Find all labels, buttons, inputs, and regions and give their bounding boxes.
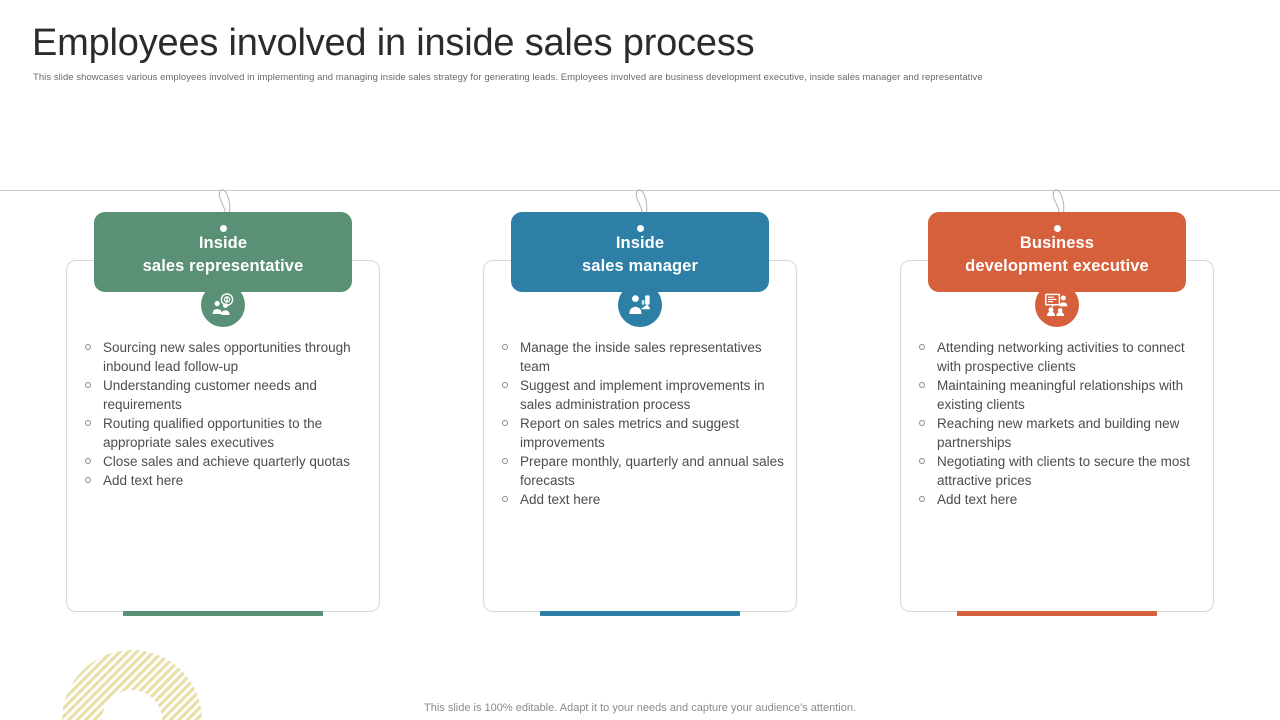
list-item: Negotiating with clients to secure the m… bbox=[917, 452, 1207, 490]
bullet-circle-icon bbox=[919, 496, 925, 502]
list-item: Understanding customer needs and require… bbox=[83, 376, 373, 414]
list-item-text: Manage the inside sales representatives … bbox=[520, 340, 762, 374]
manager-presentation-icon bbox=[618, 283, 662, 327]
card-bullet-list: Manage the inside sales representatives … bbox=[500, 338, 790, 509]
bullet-circle-icon bbox=[85, 382, 91, 388]
list-item: Prepare monthly, quarterly and annual sa… bbox=[500, 452, 790, 490]
bullet-circle-icon bbox=[919, 420, 925, 426]
card-accent-bar bbox=[957, 611, 1157, 616]
list-item: Reaching new markets and building new pa… bbox=[917, 414, 1207, 452]
card-title: Inside sales manager bbox=[582, 234, 698, 275]
list-item: Attending networking activities to conne… bbox=[917, 338, 1207, 376]
list-item-text: Routing qualified opportunities to the a… bbox=[103, 416, 323, 450]
bullet-circle-icon bbox=[85, 344, 91, 350]
list-item-text: Add text here bbox=[103, 473, 184, 488]
card-accent-bar bbox=[540, 611, 740, 616]
header-pin-dot-icon bbox=[636, 225, 644, 232]
bullet-circle-icon bbox=[919, 344, 925, 350]
card-accent-bar bbox=[123, 611, 323, 616]
card-bullet-list: Sourcing new sales opportunities through… bbox=[83, 338, 373, 490]
list-item-text: Reaching new markets and building new pa… bbox=[937, 416, 1180, 450]
bullet-circle-icon bbox=[919, 458, 925, 464]
list-item: Routing qualified opportunities to the a… bbox=[83, 414, 373, 452]
page-subtitle: This slide showcases various employees i… bbox=[33, 72, 983, 83]
bullet-circle-icon bbox=[502, 420, 508, 426]
list-item: Add text here bbox=[500, 490, 790, 509]
header-pin-dot-icon bbox=[219, 225, 227, 232]
list-item: Add text here bbox=[917, 490, 1207, 509]
bullet-circle-icon bbox=[502, 458, 508, 464]
list-item-text: Suggest and implement improvements in sa… bbox=[520, 378, 765, 412]
bullet-circle-icon bbox=[85, 477, 91, 483]
bullet-circle-icon bbox=[85, 420, 91, 426]
list-item: Report on sales metrics and suggest impr… bbox=[500, 414, 790, 452]
meeting-whiteboard-icon bbox=[1035, 283, 1079, 327]
card-bullet-list: Attending networking activities to conne… bbox=[917, 338, 1207, 509]
bullet-circle-icon bbox=[85, 458, 91, 464]
people-money-target-icon bbox=[201, 283, 245, 327]
list-item-text: Understanding customer needs and require… bbox=[103, 378, 317, 412]
page-title: Employees involved in inside sales proce… bbox=[32, 22, 755, 64]
list-item-text: Report on sales metrics and suggest impr… bbox=[520, 416, 740, 450]
card-title: Inside sales representative bbox=[142, 234, 304, 275]
card-header-2[interactable]: Inside sales manager bbox=[511, 212, 769, 292]
list-item-text: Sourcing new sales opportunities through… bbox=[103, 340, 351, 374]
list-item: Sourcing new sales opportunities through… bbox=[83, 338, 373, 376]
list-item-text: Prepare monthly, quarterly and annual sa… bbox=[520, 454, 784, 488]
bullet-circle-icon bbox=[502, 382, 508, 388]
list-item-text: Close sales and achieve quarterly quotas bbox=[103, 454, 350, 469]
list-item: Close sales and achieve quarterly quotas bbox=[83, 452, 373, 471]
header-pin-dot-icon bbox=[1053, 225, 1061, 232]
list-item-text: Add text here bbox=[520, 492, 601, 507]
footer-note: This slide is 100% editable. Adapt it to… bbox=[424, 702, 856, 714]
list-item: Manage the inside sales representatives … bbox=[500, 338, 790, 376]
list-item-text: Maintaining meaningful relationships wit… bbox=[937, 378, 1184, 412]
bullet-circle-icon bbox=[919, 382, 925, 388]
card-header-3[interactable]: Business development executive bbox=[928, 212, 1186, 292]
list-item-text: Negotiating with clients to secure the m… bbox=[937, 454, 1190, 488]
list-item-text: Attending networking activities to conne… bbox=[937, 340, 1185, 374]
list-item: Suggest and implement improvements in sa… bbox=[500, 376, 790, 414]
card-header-1[interactable]: Inside sales representative bbox=[94, 212, 352, 292]
list-item: Add text here bbox=[83, 471, 373, 490]
bullet-circle-icon bbox=[502, 496, 508, 502]
list-item-text: Add text here bbox=[937, 492, 1018, 507]
card-title: Business development executive bbox=[965, 234, 1149, 275]
bullet-circle-icon bbox=[502, 344, 508, 350]
list-item: Maintaining meaningful relationships wit… bbox=[917, 376, 1207, 414]
